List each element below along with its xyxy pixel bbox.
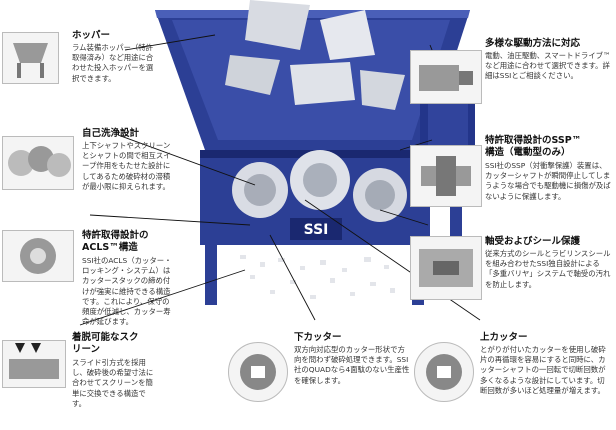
ssp-thumbnail [410, 145, 482, 207]
drive-description: 電動、油圧駆動、スマートドライブ™など用途に合わせて選択できます。詳細はSSIと… [485, 51, 611, 81]
acls-title-line2: ACLS™構造 [82, 242, 138, 253]
scrap-piece [320, 10, 375, 60]
screen-description: スライド引方式を採用し、破砕後の希望寸法に合わせてスクリーンを簡単に交換できる構… [72, 358, 154, 408]
leg [205, 245, 217, 305]
screen-title: 着脱可能なスク [72, 332, 139, 343]
self-cleaning-thumbnail [2, 136, 74, 190]
upper-cutter-title: 上カッター [480, 332, 528, 343]
scrap-piece [245, 0, 310, 50]
upper-cutter-thumbnail [414, 342, 474, 402]
bearing-title: 軸受およびシール保護 [485, 236, 581, 247]
scrap-piece [360, 70, 405, 110]
logo-plate [290, 218, 342, 240]
acls-description: SSI社のACLS（カッター・ロッキング・システム）はカッタースタックの締め付け… [82, 256, 172, 327]
scrap-piece [225, 55, 280, 95]
shredded-chips [240, 255, 395, 299]
bearing-thumbnail [410, 236, 482, 300]
hopper-rim [155, 10, 470, 18]
acls-thumbnail [2, 230, 74, 282]
scrap-piece [290, 62, 355, 105]
ssp-title: 特許取得設計のSSP™ [485, 135, 582, 146]
self-cleaning-title: 自己洗浄設計 [82, 128, 140, 139]
acls-title: 特許取得設計の [82, 230, 149, 241]
ssp-title-line2: 構造（電動型のみ） [485, 147, 571, 158]
ssp-description: SSI社のSSP（対衝撃保護）装置は、カッターシャフトが瞬間停止してしまうような… [485, 161, 611, 201]
screen-title-line2: リーン [72, 344, 101, 355]
screen-thumbnail [2, 340, 66, 388]
hopper-title: ホッパー [72, 30, 111, 41]
self-cleaning-description: 上下シャフトやスクリーンとシャフトの間で相互スイープ作用をもたせた設計にしてある… [82, 141, 171, 191]
hopper-thumbnail [2, 32, 59, 84]
hopper-description: ラム装備ホッパー（特許取得済み）など用途に合わせた投入ホッパーを選択できます。 [72, 43, 154, 83]
lower-cutter-thumbnail [228, 342, 288, 402]
drive-thumbnail [410, 50, 482, 104]
drive-title: 多様な駆動方法に対応 [485, 38, 581, 49]
upper-cutter-description: とがりが付いたカッターを使用し破砕片の再循環を容易にすると同時に、カッターシャフ… [480, 345, 606, 395]
bearing-description: 従来方式のシールとラビリンスシールを組み合わせたSSI独自設計による「多重バリヤ… [485, 249, 611, 289]
lower-cutter-description: 双方向対応型のカッター形状で方向を問わず破砕処理できます。SSI社のQUADなら… [294, 345, 410, 385]
lower-cutter-title: 下カッター [294, 332, 342, 343]
cutter-stack [232, 150, 407, 222]
machine-logo: SSI [304, 222, 329, 238]
shredder-machine-illustration: SSI [155, 0, 475, 305]
